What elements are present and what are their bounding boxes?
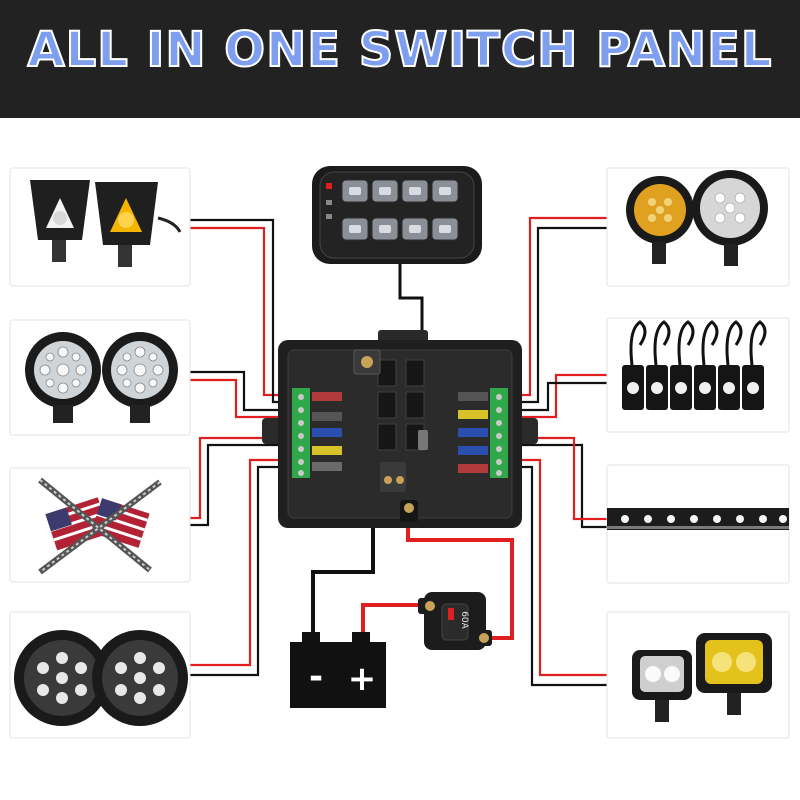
wire-right-1-black: [507, 226, 607, 404]
breaker-rating-label: 60A: [459, 611, 469, 629]
card-triangle-pod-lights: [9, 167, 191, 287]
terminal-strip-left: [292, 388, 310, 478]
triangle-pod-lights-icon: [30, 180, 182, 267]
battery-negative-symbol: -: [309, 657, 323, 697]
wires: [190, 216, 607, 687]
wire-left-1-red: [190, 226, 293, 397]
card-led-light-bar: [606, 464, 790, 584]
card-led-whip-lights: [9, 467, 191, 583]
cube-pod-lights-icon: [632, 633, 772, 722]
wire-right-2-red: [507, 373, 607, 419]
wire-left-2-black: [190, 370, 293, 412]
wire-left-4-red: [190, 458, 293, 667]
switch-panel-icon: [312, 166, 482, 264]
card-round-work-lights: [9, 319, 191, 436]
round-driving-lights-icon: [14, 630, 188, 726]
wire-left-3-red: [190, 436, 293, 520]
round-spot-lights-icon: [626, 170, 768, 266]
wiring-diagram: - + 60A: [9, 166, 790, 739]
wire-left-1-black: [190, 218, 293, 404]
battery-positive-symbol: +: [348, 659, 377, 699]
wire-battery-positive: [361, 603, 420, 640]
wire-breaker-to-box: [406, 512, 514, 640]
card-round-driving-lights: [9, 611, 191, 739]
battery-icon: - +: [290, 632, 386, 708]
led-light-bar-icon: [607, 508, 789, 530]
header-bar: ALL IN ONE SWITCH PANEL: [0, 0, 800, 118]
wire-left-2-red: [190, 378, 293, 419]
card-round-spot-lights: [606, 167, 790, 287]
round-work-lights-icon: [25, 332, 178, 423]
card-cube-pod-lights: [606, 611, 790, 739]
card-rock-lights: [606, 317, 790, 433]
wire-left-4-black: [190, 465, 293, 677]
wire-right-3-red: [507, 436, 607, 521]
wire-right-3-black: [507, 443, 607, 529]
rock-lights-icon: [622, 320, 767, 410]
wire-right-2-black: [507, 381, 607, 412]
circuit-breaker-icon: 60A: [418, 592, 492, 650]
wire-left-3-black: [190, 443, 293, 527]
relay-box-icon: [262, 330, 538, 528]
page-title: ALL IN ONE SWITCH PANEL: [27, 21, 773, 79]
terminal-strip-right: [490, 388, 508, 478]
wire-right-4-red: [507, 458, 607, 677]
led-whip-lights-icon: [38, 477, 162, 575]
